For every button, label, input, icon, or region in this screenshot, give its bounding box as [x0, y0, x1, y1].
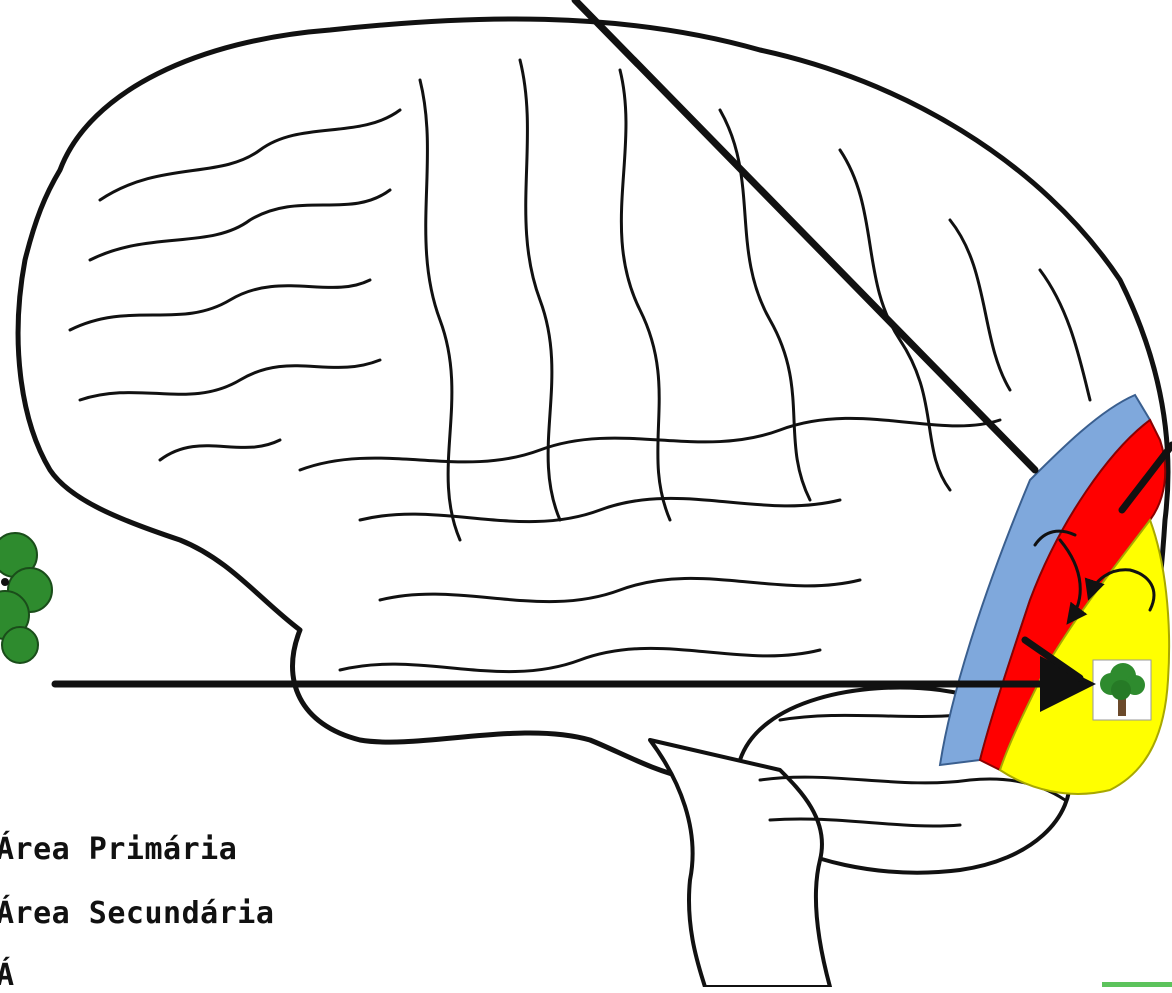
tree-icon: [1093, 660, 1151, 720]
corner-accent: [1102, 982, 1172, 987]
legend-tertiary-area: Á: [0, 958, 15, 993]
legend-primary-area: Área Primária: [0, 832, 237, 867]
legend-secondary-area: Área Secundária: [0, 896, 274, 931]
tree-icon: [0, 533, 52, 663]
